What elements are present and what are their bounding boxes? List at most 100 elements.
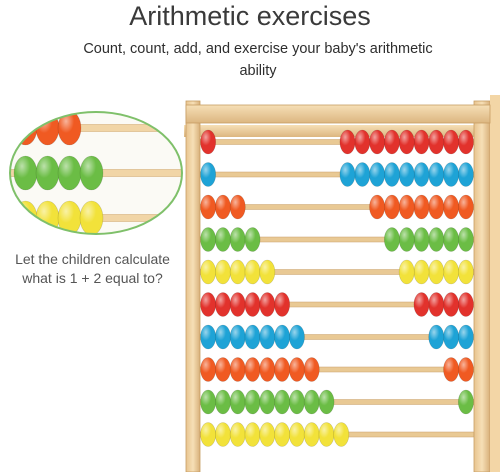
abacus-bead	[200, 162, 216, 187]
abacus-bead	[274, 422, 290, 447]
abacus-bead	[244, 292, 261, 317]
page-title: Arithmetic exercises	[129, 1, 371, 31]
abacus-bead	[457, 389, 474, 415]
abacus-bead	[259, 422, 276, 447]
abacus-bead	[369, 194, 385, 220]
zoom-detail-circle	[9, 111, 183, 235]
abacus-bead	[413, 162, 430, 187]
abacus-bead	[244, 357, 261, 382]
abacus-illustration	[184, 95, 500, 472]
zoom-bead	[57, 200, 82, 234]
abacus-bead	[428, 259, 445, 285]
abacus-bead	[339, 129, 356, 155]
abacus-bead	[200, 422, 216, 447]
abacus-bead	[303, 357, 320, 382]
abacus-bead	[215, 259, 231, 285]
abacus-bead	[457, 357, 474, 382]
abacus-bead	[339, 162, 356, 187]
abacus-bead	[215, 292, 231, 317]
abacus-bead	[413, 259, 430, 285]
abacus-bead	[413, 292, 430, 317]
abacus-bead	[200, 129, 216, 155]
zoom-bead	[57, 112, 82, 146]
abacus-bead	[229, 389, 246, 415]
abacus-bead	[259, 324, 276, 350]
abacus-bead	[457, 162, 474, 187]
abacus-bead	[215, 227, 231, 252]
question-line-2: what is 1 + 2 equal to?	[22, 270, 163, 286]
abacus-bead	[289, 422, 305, 447]
abacus-bead	[244, 389, 261, 415]
abacus-bead	[289, 324, 305, 350]
abacus-bead	[428, 162, 445, 187]
abacus-bead	[229, 227, 246, 252]
abacus-bead	[229, 194, 246, 220]
abacus-bead	[457, 324, 474, 350]
abacus-bead	[457, 129, 474, 155]
abacus-bead	[428, 227, 445, 252]
abacus-bead	[428, 292, 445, 317]
abacus-beads	[200, 129, 474, 447]
zoom-bead	[13, 200, 38, 234]
abacus-bead	[413, 227, 430, 252]
abacus-bead	[274, 292, 290, 317]
abacus-bead	[443, 324, 459, 350]
abacus-bead	[229, 259, 246, 285]
abacus-bead	[369, 129, 385, 155]
abacus-bead	[383, 194, 400, 220]
abacus-bead	[443, 194, 459, 220]
zoom-bead	[79, 155, 104, 191]
abacus-bead	[200, 389, 216, 415]
abacus-bead	[259, 259, 276, 285]
abacus-bead	[443, 357, 459, 382]
question-callout: Let the children calculate what is 1 + 2…	[0, 250, 185, 288]
abacus-bead	[443, 292, 459, 317]
page-subtitle: Count, count, add, and exercise your bab…	[18, 38, 498, 82]
abacus-bead	[200, 259, 216, 285]
abacus-bead	[457, 227, 474, 252]
abacus-bead	[354, 162, 371, 187]
abacus-bead	[398, 194, 415, 220]
abacus-right-post	[473, 100, 491, 472]
abacus-bead	[443, 259, 459, 285]
abacus-bead	[259, 389, 276, 415]
abacus-bead	[274, 324, 290, 350]
abacus-bead	[443, 129, 459, 155]
abacus-bead	[200, 357, 216, 382]
abacus-bead	[413, 194, 430, 220]
abacus-bead	[457, 194, 474, 220]
abacus-bead	[398, 129, 415, 155]
abacus-bead	[383, 162, 400, 187]
abacus-bead	[303, 389, 320, 415]
abacus-bead	[354, 129, 371, 155]
abacus-bead	[244, 227, 261, 252]
abacus-bead	[215, 357, 231, 382]
abacus-bead	[383, 227, 400, 252]
abacus-bead	[200, 194, 216, 220]
abacus-side-panel	[490, 95, 500, 472]
subtitle-line-1: Count, count, add, and exercise your bab…	[83, 41, 433, 57]
abacus-bead	[200, 324, 216, 350]
abacus-bead	[303, 422, 320, 447]
zoom-bead	[35, 155, 60, 191]
zoom-bead	[79, 200, 104, 234]
abacus-bead	[428, 194, 445, 220]
abacus-bead	[215, 422, 231, 447]
zoom-content	[10, 112, 182, 234]
abacus-bead	[244, 324, 261, 350]
question-line-1: Let the children calculate	[15, 251, 170, 267]
zoom-rod	[10, 124, 182, 132]
abacus-bead	[274, 357, 290, 382]
abacus-bead	[369, 162, 385, 187]
abacus-bead	[383, 129, 400, 155]
abacus-bead	[200, 227, 216, 252]
abacus-bead	[443, 227, 459, 252]
abacus-bead	[398, 227, 415, 252]
zoom-bead	[57, 155, 82, 191]
abacus-bead	[318, 422, 335, 447]
zoom-border	[9, 111, 183, 235]
abacus-bead	[215, 389, 231, 415]
abacus-bead	[259, 292, 276, 317]
abacus-top-bar	[185, 104, 491, 124]
abacus-bead	[398, 259, 415, 285]
